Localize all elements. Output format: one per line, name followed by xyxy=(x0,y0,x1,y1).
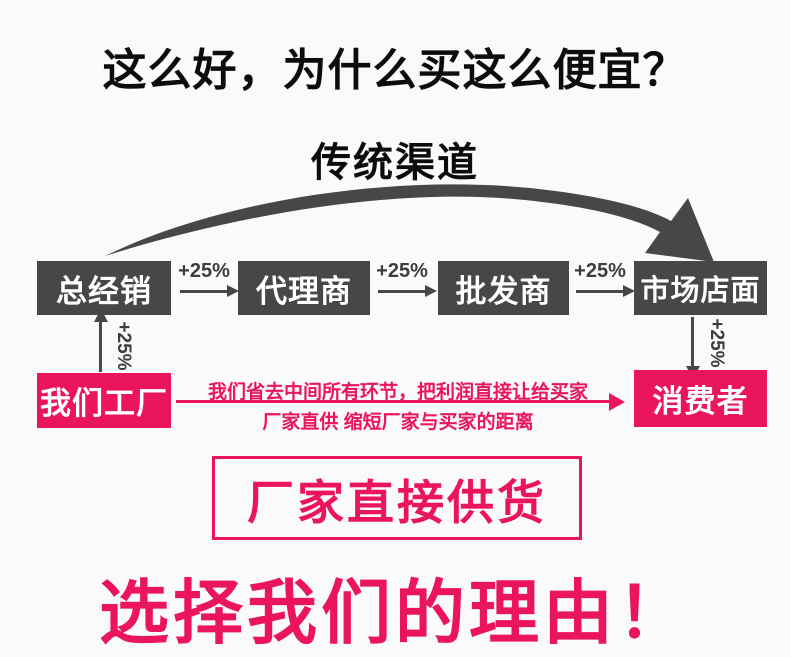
chain-box-market-store: 市场店面 xyxy=(634,261,767,315)
plus-25-percent-label-vertical: +25% xyxy=(113,321,134,371)
plus-25-percent-label: +25% xyxy=(178,260,230,282)
chain-box-label: 代理商 xyxy=(256,273,352,309)
markup-connector-2: +25% xyxy=(370,260,437,298)
chain-box-label: 批发商 xyxy=(455,273,552,309)
markup-connector-3: +25% xyxy=(568,260,635,298)
down-arrow-icon xyxy=(685,317,700,379)
factory-direct-supply-banner: 厂家直接供货 xyxy=(212,456,582,540)
chain-box-label: 总经销 xyxy=(56,273,152,309)
main-title: 这么好，为什么买这么便宜？ xyxy=(102,46,688,95)
right-arrow-icon xyxy=(576,285,635,298)
direct-supply-arrow-icon xyxy=(176,392,625,411)
markup-connector-1: +25% xyxy=(172,260,239,298)
direct-supply-text-line1: 我们省去中间所有环节，把利润直接让给买家 xyxy=(207,382,588,403)
chain-box-label: 市场店面 xyxy=(640,275,761,307)
consumer-box-label: 消费者 xyxy=(652,384,749,419)
plus-25-percent-label: +25% xyxy=(574,260,626,282)
right-arrow-icon xyxy=(180,285,239,298)
right-arrow-icon xyxy=(378,285,437,298)
chain-box-agent: 代理商 xyxy=(238,261,370,315)
factory-box: 我们工厂 xyxy=(37,373,171,428)
factory-box-label: 我们工厂 xyxy=(40,386,168,421)
chain-box-wholesaler: 批发商 xyxy=(438,261,569,315)
direct-supply-text-line2: 厂家直供 缩短厂家与买家的距离 xyxy=(262,412,534,433)
up-arrow-icon xyxy=(93,309,108,372)
plus-25-percent-label: +25% xyxy=(376,260,428,282)
curved-arrow-icon xyxy=(105,184,714,262)
traditional-channel-heading: 传统渠道 xyxy=(311,141,479,185)
chain-box-general-distributor: 总经销 xyxy=(37,261,171,315)
plus-25-percent-label-vertical: +25% xyxy=(706,318,727,368)
consumer-box: 消费者 xyxy=(634,370,767,427)
footer-slogan: 选择我们的理由！ xyxy=(99,574,691,652)
banner-label: 厂家直接供货 xyxy=(247,475,547,529)
